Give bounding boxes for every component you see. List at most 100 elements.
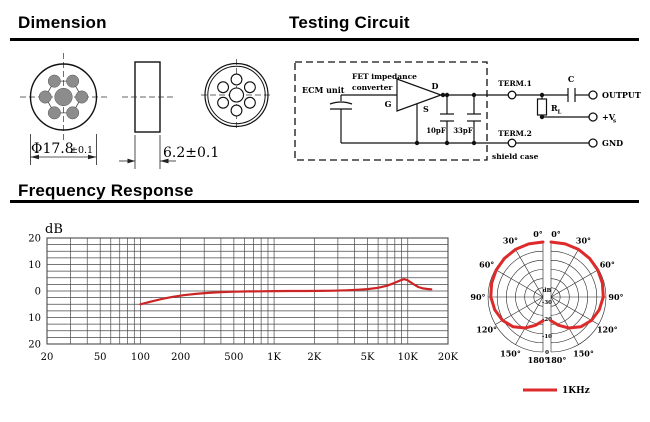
freq-grid [46, 237, 449, 345]
polar-angle-label: 180° [546, 355, 567, 365]
ecm-unit-label: ECM unit [302, 85, 345, 95]
back-sound-holes [217, 73, 256, 117]
output-terminal [588, 90, 598, 100]
dimension-drawing: Φ17.8 ±0.1 6.2±0.1 [20, 53, 272, 169]
front-outline-circle [29, 63, 98, 131]
polar-pattern-curve-left [489, 240, 545, 330]
thickness-arrow-right [160, 158, 169, 164]
back-view [201, 59, 272, 131]
polar-db-scale-label: -20 [542, 317, 552, 323]
source-label: S [423, 104, 429, 114]
vs-sub-label: s [613, 119, 616, 125]
load-resistor-body [536, 98, 548, 116]
freq-y-tick-label: 20 [28, 234, 41, 245]
top-header-rule [10, 38, 639, 41]
polar-angle-label: 120° [597, 325, 618, 335]
thickness-arrow-left [127, 158, 135, 164]
freq-y-tick-label: 10 [28, 260, 41, 271]
junction-dots [414, 92, 545, 146]
thickness-dimension-label: 6.2±0.1 [163, 145, 219, 161]
fet-amplifier-triangle [396, 78, 443, 112]
freq-x-tick-label: 50 [94, 352, 107, 363]
dimension-section-title: Dimension [18, 13, 107, 32]
back-outline-circle [204, 62, 269, 128]
freq-x-tick-label: 500 [224, 352, 243, 363]
fet-label-line1: FET impedance [352, 72, 417, 81]
coupling-cap-label: C [568, 74, 574, 84]
polar-pattern-curve-right [549, 240, 605, 330]
shield-case-label: shield case [492, 152, 539, 161]
back-center-hole [228, 87, 245, 103]
fet-label-line2: converter [352, 83, 393, 92]
polar-angle-label: 0° [551, 229, 561, 239]
freq-x-tick-label: 20 [41, 352, 54, 363]
gate-label: G [385, 99, 392, 109]
frequency-header-rule [10, 200, 639, 203]
diameter-arrow-right [88, 154, 97, 160]
polar-db-scale-label: 0 [545, 350, 549, 356]
polar-angle-label: 150° [500, 348, 521, 358]
vs-label: +V [602, 112, 616, 122]
polar-labels: 0° 30° 60° 90° 120° 150° 180° 0° 30° 60° 90° 120° 15… [470, 229, 623, 365]
circuit-wires [329, 78, 589, 144]
polar-db-scale-label: -30 [542, 300, 552, 306]
load-resistor-sub-label: L [558, 110, 562, 116]
freq-x-tick-label: 20K [438, 352, 459, 363]
polar-angle-label: 30° [576, 236, 591, 246]
polar-angle-label: 180° [528, 355, 549, 365]
gnd-label: GND [602, 138, 623, 148]
freq-x-tick-label: 2K [307, 352, 321, 363]
polar-angle-label: 60° [479, 260, 494, 270]
freq-x-tick-label: 1K [267, 352, 281, 363]
side-view: 6.2±0.1 [119, 61, 219, 169]
freq-x-tick-label: 200 [171, 352, 190, 363]
frequency-response-section-title: Frequency Response [18, 181, 194, 200]
polar-angle-label: 90° [470, 292, 485, 302]
back-inner-rim-circle [207, 65, 266, 125]
cap1-label: 10pF [426, 126, 446, 135]
freq-x-tick-label: 10K [398, 352, 419, 363]
freq-y-tick-label: 20 [28, 340, 41, 351]
polar-pattern-chart: 0° 30° 60° 90° 120° 150° 180° 0° 30° 60° 90° 120° 15… [470, 229, 623, 396]
load-resistor-label: R [551, 103, 558, 113]
polar-angle-label: 0° [533, 229, 543, 239]
polar-angle-label: 120° [476, 325, 497, 335]
diameter-dimension-lines [30, 134, 97, 165]
polar-angle-label: 150° [573, 348, 594, 358]
legend-label: 1KHz [562, 386, 590, 396]
polar-db-scale-label: -10 [542, 334, 552, 340]
side-outline-rect [134, 61, 161, 133]
front-view: Φ17.8 ±0.1 [20, 53, 107, 165]
capsule-top-plate [329, 101, 353, 105]
front-solder-pads [38, 74, 89, 120]
polar-angle-label: 90° [608, 292, 623, 302]
drain-label: D [432, 81, 439, 91]
term2-label: TERM.2 [498, 129, 532, 138]
output-label: OUTPUT [602, 90, 641, 100]
freq-y-tick-label: 0 [35, 287, 41, 298]
cap2-label: 33pF [453, 126, 473, 135]
frequency-response-curve [139, 278, 433, 306]
polar-db-scale-label: dB [543, 288, 552, 294]
term1-label: TERM.1 [498, 79, 532, 88]
freq-x-tick-label: 100 [131, 352, 150, 363]
vs-terminal [588, 112, 598, 122]
testing-circuit-diagram: ECM unit FET impedance converter G D S 1… [294, 61, 641, 161]
diameter-dimension-label: Φ17.8 [31, 141, 74, 157]
front-center-pad [54, 87, 73, 107]
diameter-tolerance-label: ±0.1 [70, 145, 93, 156]
term2-terminal [507, 138, 517, 148]
circuit-labels: ECM unit FET impedance converter G D S 1… [302, 72, 641, 161]
polar-angle-label: 30° [503, 236, 518, 246]
freq-x-tick-label: 5K [361, 352, 375, 363]
freq-y-axis-unit-label: dB [45, 222, 63, 237]
circuit-terminals [507, 90, 598, 148]
freq-y-tick-label: 10 [28, 313, 41, 324]
polar-angle-label: 60° [600, 260, 615, 270]
shield-case-boundary [294, 61, 488, 161]
gnd-terminal [588, 138, 598, 148]
diameter-arrow-left [30, 154, 39, 160]
